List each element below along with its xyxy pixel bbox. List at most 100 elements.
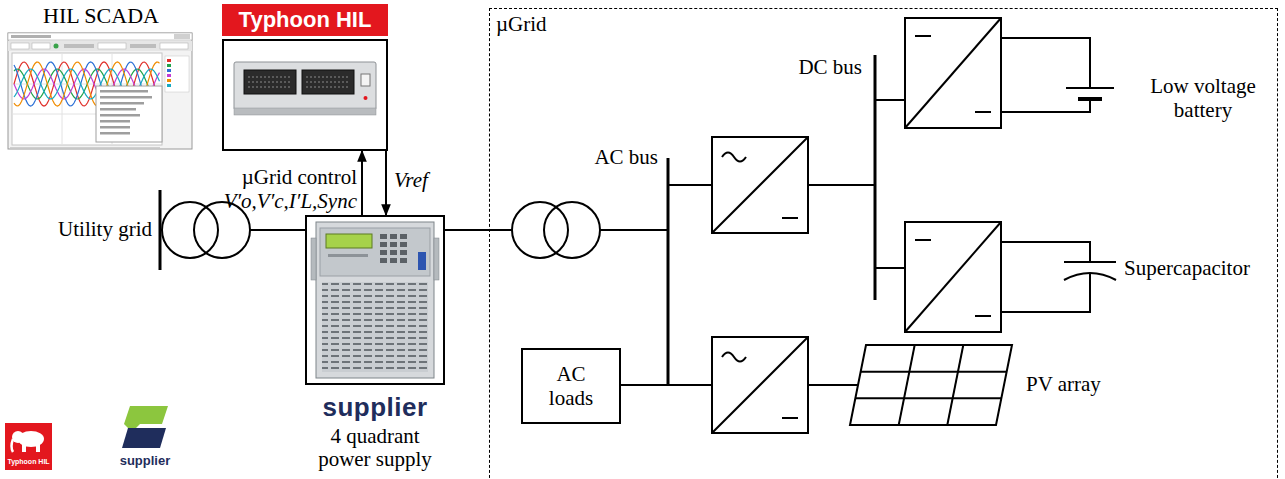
scada-screenshot [167,69,171,72]
converter-symbol [722,353,746,362]
pv-array-symbol [855,397,1001,399]
typhoon-logo [12,439,14,452]
hil-device [306,87,350,88]
scada-screenshot [167,64,171,67]
supplier-logo [122,406,168,448]
power-supply-unit [380,250,387,255]
converter-symbol [915,239,931,241]
power-wiring [160,55,905,385]
supplier-logo [124,406,168,424]
hil-device [302,70,354,94]
signal-arrows [362,151,386,215]
grid-label: Utility grid [58,217,152,241]
power-wiring [620,384,712,386]
scada-panel: HIL SCADA [8,3,194,148]
power-wiring [445,229,512,231]
power-supply-unit [380,234,387,239]
control-label: µGrid control [242,165,357,189]
scada-screenshot [167,74,171,77]
typhoon-logo [5,423,52,470]
header-band-text: Typhoon HIL [239,7,372,33]
signal-arrow [361,151,363,215]
label-holder: µGrid control [196,165,357,189]
hil-simulator-box: Typhoon HIL [222,4,388,151]
storage-label: Low voltage battery [1150,74,1256,122]
source-label: PV array [1026,372,1101,396]
bus-label: AC bus [594,145,658,169]
scada-screenshot [98,43,126,49]
power-supply-unit [400,242,407,247]
typhoon-logo [22,444,26,452]
scada-screenshot [32,43,50,49]
hil-device [248,77,292,78]
power-supply-unit [316,222,434,378]
typhoon-logo [5,423,52,470]
signal-label: Vref [394,168,428,192]
bus-label: DC bus [798,55,862,79]
power-supply-unit [311,222,439,378]
power-supply-unit [400,234,407,239]
power-supply-unit [390,250,397,255]
signal-label: V′o,V′c,I′L,Sync [224,189,357,213]
power-wiring [544,202,600,258]
supplier-logo [122,428,166,448]
power-wiring [875,99,905,101]
converter-symbol [905,18,1001,128]
converter-symbol [905,222,1001,332]
scada-screenshot [100,126,130,129]
scada-screenshot [100,120,130,123]
scada-screenshot [96,86,162,142]
power-supply-unit [390,258,397,263]
label-holder: Typhoon HIL [5,458,52,465]
power-supply-unit [320,228,430,276]
label-holder: DC bus [764,55,862,79]
power-wiring [162,202,218,258]
power-wiring [808,384,858,386]
power-supply-unit [380,258,387,263]
power-wiring [600,229,668,231]
device-caption-text: 4 quadrant power supply [318,424,432,471]
label-holder: Low voltage battery [1128,74,1278,122]
battery-symbol [1001,99,1090,112]
panel-heading: HIL SCADA [8,3,194,29]
scada-screenshot [160,43,188,49]
capacitor-symbol [1001,242,1116,312]
power-wiring [512,202,568,258]
hil-device [361,74,370,86]
hil-device [244,70,296,94]
pv-array-symbol [850,345,1012,425]
panel-heading-text: HIL SCADA [43,3,159,28]
scada-screenshot [167,84,171,87]
power-wiring [875,267,905,269]
scada-screenshot [54,44,59,49]
converter-symbol [722,153,746,162]
region-title: µGrid [496,12,547,37]
label-holder: supplier [105,454,185,467]
pv-array-symbol [947,345,963,425]
battery-symbol [1066,87,1114,89]
load-box: AC loads [521,348,621,424]
converter-symbol [915,35,931,37]
power-supply-box: supplier4 quadrant power supply [300,215,450,471]
scada-screenshot [100,108,136,111]
hil-device [248,87,292,88]
signal-arrow [385,151,387,215]
brand-name: supplier [300,393,450,422]
hil-device [234,62,376,110]
scada-screenshot [10,147,160,148]
pv-array-symbol [861,371,1007,373]
brand-name-text: supplier [322,392,427,422]
logo-text: supplier [120,453,171,468]
scada-screenshot [100,102,144,105]
hil-device [248,82,292,83]
power-supply-unit [328,254,368,257]
edge-label-holder: V′o,V′c,I′L,Sync [196,189,357,213]
header-band: Typhoon HIL [222,4,388,36]
power-supply-unit [322,282,428,372]
capacitor-symbol [1001,273,1090,312]
label-holder: AC bus [560,145,658,169]
